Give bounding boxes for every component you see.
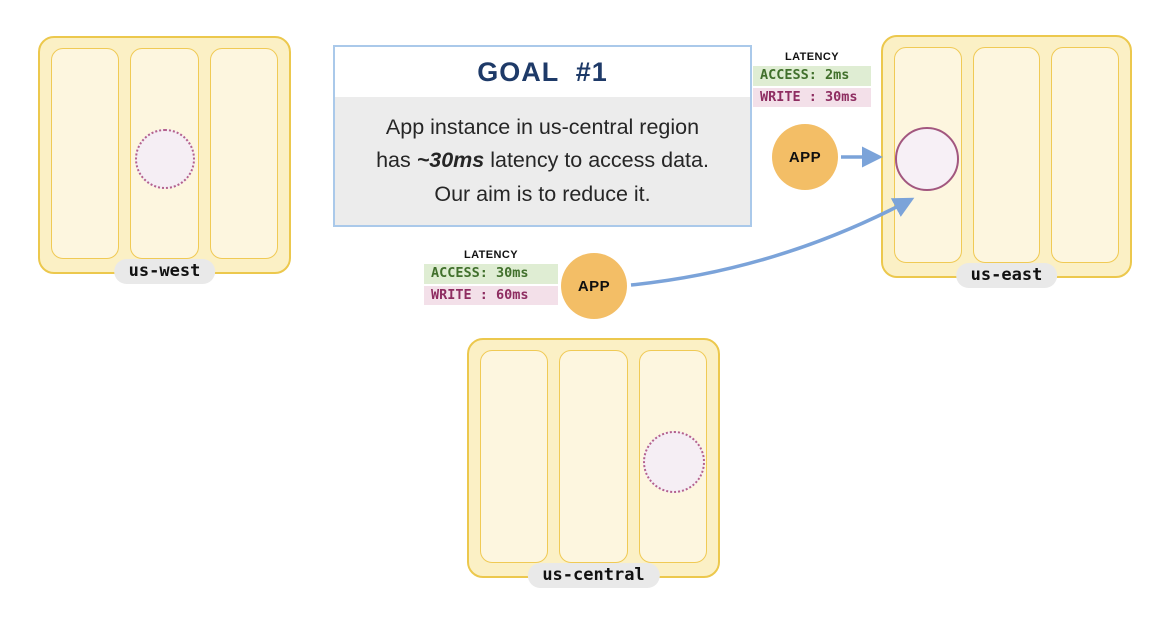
dotted-replica-circle-us-central [643, 431, 705, 493]
latency-block-us-central: LATENCY ACCESS: 30ms WRITE : 60ms [424, 249, 558, 306]
region-label-us-central: us-central [527, 562, 660, 588]
region-us-west: us-west [38, 36, 291, 284]
goal-body-text: App instance in us-central region has ~3… [335, 97, 750, 225]
goal-latency-emphasis: ~30ms [416, 148, 485, 173]
app-node-label: APP [577, 277, 611, 295]
zone-slot [480, 350, 549, 563]
goal-box: GOAL #1 App instance in us-central regio… [333, 45, 752, 227]
app-node-us-east: APP [772, 124, 838, 190]
goal-title: GOAL #1 [477, 56, 608, 87]
latency-heading: LATENCY [464, 249, 518, 261]
region-us-east: us-east [881, 35, 1132, 288]
latency-heading: LATENCY [785, 51, 839, 63]
latency-write-value: WRITE : 60ms [424, 285, 558, 306]
region-label-us-west: us-west [113, 258, 216, 284]
zone-slot [972, 47, 1041, 263]
goal-line-2: has ~30ms latency to access data. [376, 148, 709, 173]
goal-line-3: Our aim is to reduce it. [434, 181, 651, 206]
data-node-circle-us-east [895, 127, 959, 191]
region-label-us-east: us-east [955, 262, 1058, 288]
region-us-central: us-central [467, 338, 720, 588]
latency-block-us-east: LATENCY ACCESS: 2ms WRITE : 30ms [753, 51, 871, 108]
goal-line-1: App instance in us-central region [385, 115, 700, 140]
zone-slot [1051, 47, 1120, 263]
dotted-replica-circle-us-west [135, 129, 195, 189]
zone-slot [209, 48, 278, 259]
app-node-us-central: APP [561, 253, 627, 319]
latency-access-value: ACCESS: 30ms [424, 264, 558, 284]
app-node-label: APP [788, 148, 822, 166]
zone-slot [559, 350, 628, 563]
zone-slot [51, 48, 120, 259]
goal-header: GOAL #1 [335, 47, 750, 97]
latency-access-value: ACCESS: 2ms [753, 66, 871, 86]
latency-write-value: WRITE : 30ms [753, 87, 871, 108]
